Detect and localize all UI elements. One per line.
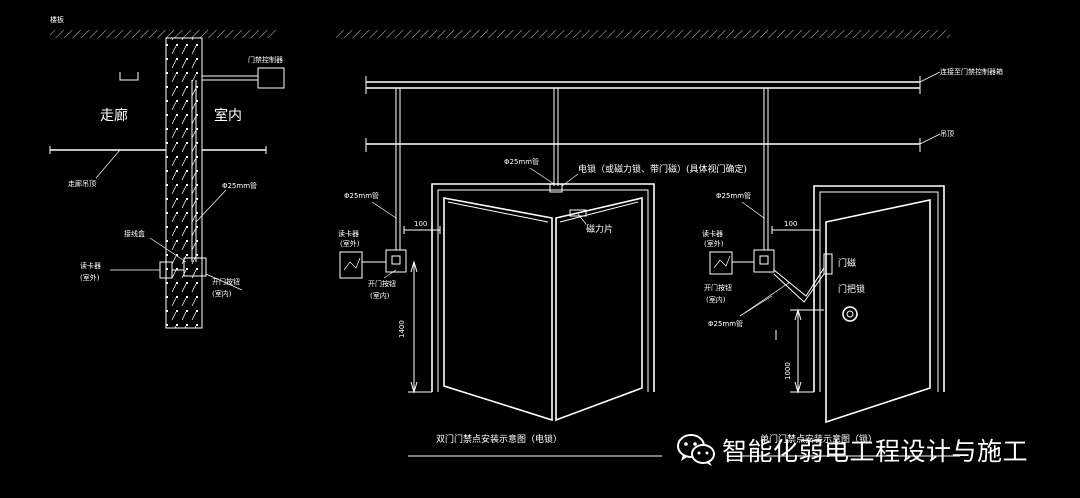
right-caption: 单门门禁点安装示意图（锁） bbox=[760, 433, 877, 445]
door-sensor bbox=[823, 253, 833, 275]
magnet-plate-label: 磁力片 bbox=[586, 223, 613, 235]
center-caption: 双门门禁点安装示意图（电锁） bbox=[436, 433, 562, 445]
door-handle bbox=[842, 306, 858, 322]
junction-box-label: 接线盒 bbox=[124, 229, 145, 238]
right-reader-box bbox=[709, 251, 733, 275]
center-section: 连接至门禁控制器箱 吊顶 Φ25mm管 电锁（或磁力锁、带门磁）(具体视门确定)… bbox=[336, 30, 1003, 457]
left-door-leaf bbox=[443, 197, 553, 422]
center-exit-button-note: (室内) bbox=[370, 291, 390, 300]
junction-box bbox=[183, 257, 207, 277]
indoor-label: 室内 bbox=[214, 107, 242, 124]
to-controller-label: 连接至门禁控制器箱 bbox=[940, 67, 1003, 76]
right-exit-button-note: (室内) bbox=[706, 295, 726, 304]
right-reader-label: 读卡器 bbox=[702, 229, 723, 238]
magnet-plate bbox=[569, 209, 587, 217]
left-reader-note: (室外) bbox=[80, 273, 100, 282]
center-junction-box bbox=[385, 249, 407, 273]
single-door-leaf bbox=[825, 199, 931, 424]
center-reader-label: 读卡器 bbox=[338, 229, 359, 238]
left-exit-button-label: 开门按钮 bbox=[212, 277, 240, 286]
double-door-frame bbox=[431, 183, 655, 392]
right-door-leaf bbox=[555, 196, 643, 422]
right-dim-100: 100 bbox=[784, 220, 797, 228]
ceiling-label: 楼板 bbox=[50, 15, 64, 24]
lock-label: 电锁（或磁力锁、带门磁）(具体视门确定) bbox=[578, 163, 747, 175]
right-conduit-low-label: Φ25mm管 bbox=[708, 319, 743, 328]
center-dim-1400: 1400 bbox=[398, 320, 406, 338]
center-conduit-left-label: Φ25mm管 bbox=[344, 191, 379, 200]
right-exit-button-label: 开门按钮 bbox=[704, 283, 732, 292]
center-dim-100: 100 bbox=[414, 220, 427, 228]
handle-label: 门把锁 bbox=[838, 283, 865, 295]
corridor-label: 走廊 bbox=[100, 107, 128, 124]
left-reader-label: 读卡器 bbox=[80, 261, 101, 270]
watermark-text: 智能化弱电工程设计与施工 bbox=[722, 437, 1029, 466]
left-section: 楼板 走廊 室内 走廊吊顶 门禁控制器 Φ25mm管 接线盒 读卡器 ( bbox=[49, 15, 285, 329]
center-conduit-top-label: Φ25mm管 bbox=[504, 157, 539, 166]
center-reader-note: (室外) bbox=[340, 239, 360, 248]
corridor-ceiling-label: 走廊吊顶 bbox=[68, 179, 96, 188]
electric-lock bbox=[549, 183, 563, 193]
left-exit-button-note: (室内) bbox=[212, 289, 232, 298]
single-door-frame bbox=[813, 185, 945, 392]
ceiling-slab-hatch bbox=[50, 30, 276, 38]
controller-box bbox=[257, 67, 285, 89]
right-conduit-label: Φ25mm管 bbox=[716, 191, 751, 200]
right-reader-note: (室外) bbox=[704, 239, 724, 248]
ceiling-bracket-icon bbox=[119, 72, 139, 81]
watermark: 智能化弱电工程设计与施工 bbox=[676, 430, 1028, 470]
door-sensor-label: 门磁 bbox=[838, 257, 856, 269]
controller-label: 门禁控制器 bbox=[248, 55, 283, 64]
center-exit-button-label: 开门按钮 bbox=[368, 279, 396, 288]
left-conduit-label: Φ25mm管 bbox=[222, 181, 257, 190]
wall bbox=[165, 37, 203, 329]
center-ceiling-slab bbox=[336, 30, 950, 38]
center-ceiling-label: 吊顶 bbox=[940, 130, 954, 138]
center-reader-box bbox=[339, 251, 363, 279]
wechat-icon bbox=[677, 434, 715, 466]
right-junction-box bbox=[753, 249, 775, 273]
right-dim-1000: 1000 bbox=[784, 362, 792, 380]
right-section: 门磁 门把锁 Φ25mm管 读卡器 (室外) 开门按钮 (室内) Φ25mm管 … bbox=[702, 88, 960, 457]
